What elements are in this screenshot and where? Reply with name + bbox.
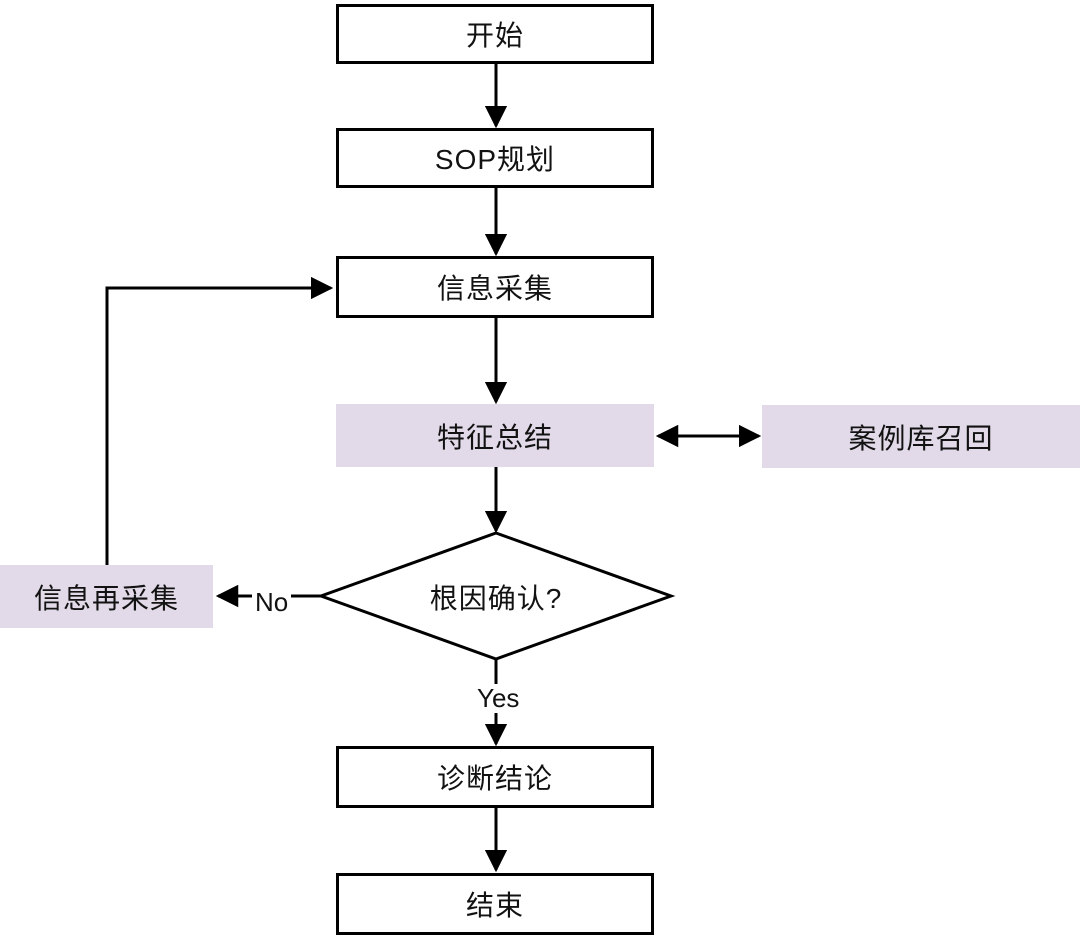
decision-diamond-shape bbox=[316, 531, 676, 661]
edge-label-no: No bbox=[252, 588, 292, 617]
node-info-recollection: 信息再采集 bbox=[0, 565, 213, 628]
node-case-library-recall: 案例库召回 bbox=[762, 405, 1080, 468]
node-end: 结束 bbox=[336, 873, 654, 935]
node-info-collection: 信息采集 bbox=[336, 256, 654, 318]
node-decision-label: 根因确认? bbox=[429, 583, 563, 614]
node-diagnosis-conclusion: 诊断结论 bbox=[336, 746, 654, 808]
edge-label-yes: Yes bbox=[474, 684, 523, 713]
node-feature-summary: 特征总结 bbox=[336, 404, 654, 467]
node-start: 开始 bbox=[336, 4, 654, 64]
edge-recollect-to-collect-loop bbox=[105, 276, 334, 565]
node-sop-planning: SOP规划 bbox=[336, 128, 654, 188]
